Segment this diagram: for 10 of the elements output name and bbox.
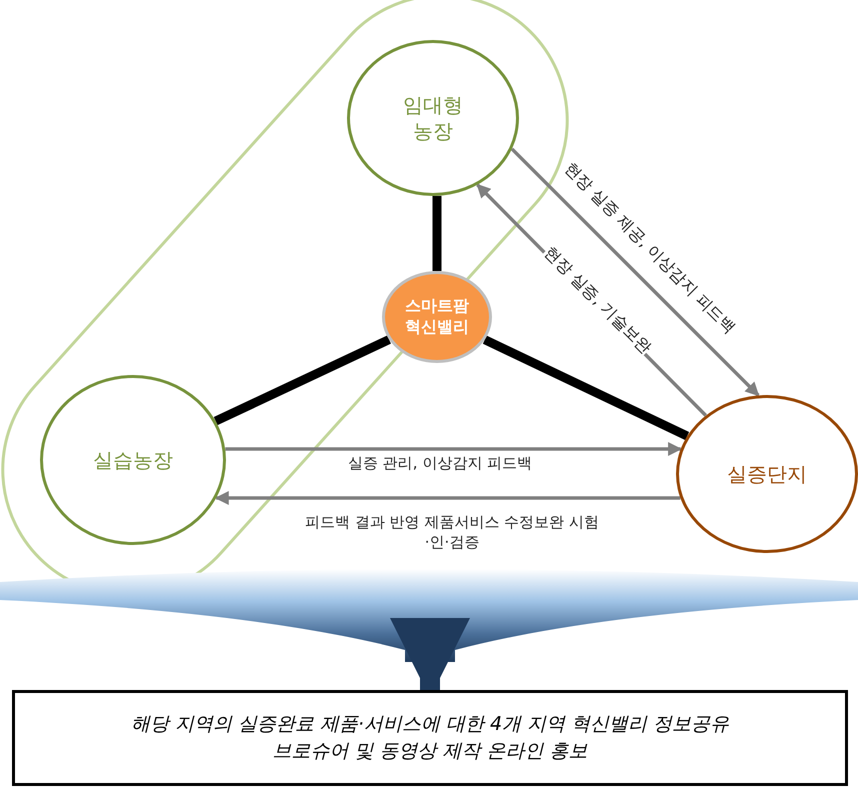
note-text: 해당 지역의 실증완료 제품·서비스에 대한 4개 지역 혁신밸리 정보공유 브로슈어 및 동영상 제작 온라인 홍보 xyxy=(130,712,730,764)
node-label: 실습농장 xyxy=(93,447,173,473)
funnel-shape xyxy=(0,569,858,662)
arrow xyxy=(225,442,682,456)
arrow xyxy=(214,491,680,505)
node-label: 임대형 농장 xyxy=(402,92,464,144)
text-box xyxy=(12,690,848,786)
arrow xyxy=(510,148,760,397)
node-label: 실증단지 xyxy=(727,461,807,487)
node-label: 스마트팜 혁신밸리 xyxy=(404,296,470,338)
